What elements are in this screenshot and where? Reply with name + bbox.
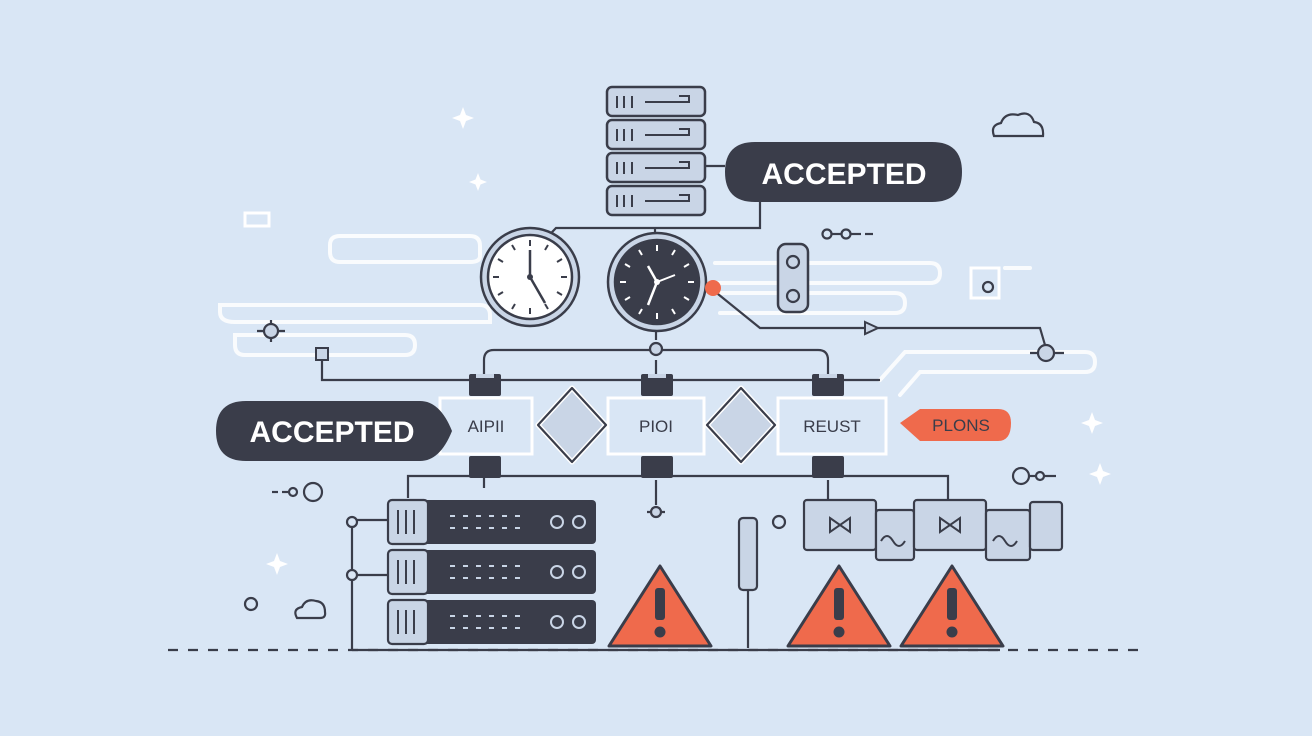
sparkle-icon bbox=[266, 107, 1111, 575]
background-traces bbox=[218, 234, 1098, 397]
port-square bbox=[315, 347, 329, 361]
decision-diamond[interactable] bbox=[535, 385, 609, 465]
clock-icon[interactable] bbox=[606, 231, 708, 333]
badge-label: ACCEPTED bbox=[249, 416, 414, 449]
deco-square bbox=[243, 211, 271, 228]
bowtie-icon bbox=[829, 516, 1018, 547]
plons-callout[interactable]: PLONS bbox=[900, 409, 1011, 441]
node-card-reust[interactable]: REUST bbox=[776, 396, 888, 456]
node-label: REUST bbox=[803, 417, 861, 436]
callout-label: PLONS bbox=[932, 416, 990, 435]
arrow-marker bbox=[864, 320, 881, 336]
node-label: PIOI bbox=[639, 417, 673, 436]
alert-dot bbox=[705, 280, 721, 296]
clock-icon[interactable] bbox=[479, 226, 581, 328]
signal-pole bbox=[737, 516, 759, 592]
badge-label: ACCEPTED bbox=[761, 158, 926, 191]
warning-icon bbox=[607, 564, 713, 648]
toggle-switch-icon[interactable] bbox=[776, 242, 810, 314]
cloud-icon bbox=[991, 112, 1045, 138]
node-label: AIPII bbox=[468, 417, 505, 436]
decision-diamond[interactable] bbox=[704, 385, 778, 465]
accepted-badge-top: ACCEPTED bbox=[725, 142, 962, 202]
server-rack-icon[interactable] bbox=[386, 498, 596, 646]
node-card-aipii[interactable]: AIPII bbox=[438, 396, 534, 456]
warning-icon bbox=[899, 564, 1005, 648]
server-stack-icon bbox=[605, 85, 707, 217]
deco-square bbox=[969, 266, 1001, 300]
connector-glyph bbox=[243, 228, 1056, 612]
warning-icon bbox=[786, 564, 892, 648]
gear-node-icon bbox=[257, 320, 1064, 519]
accepted-badge-left: ACCEPTED bbox=[216, 401, 452, 461]
connector-block bbox=[469, 374, 844, 478]
module-chain[interactable] bbox=[802, 498, 1064, 562]
node-card-pioi[interactable]: PIOI bbox=[606, 396, 706, 456]
cloud-icon bbox=[294, 599, 327, 620]
